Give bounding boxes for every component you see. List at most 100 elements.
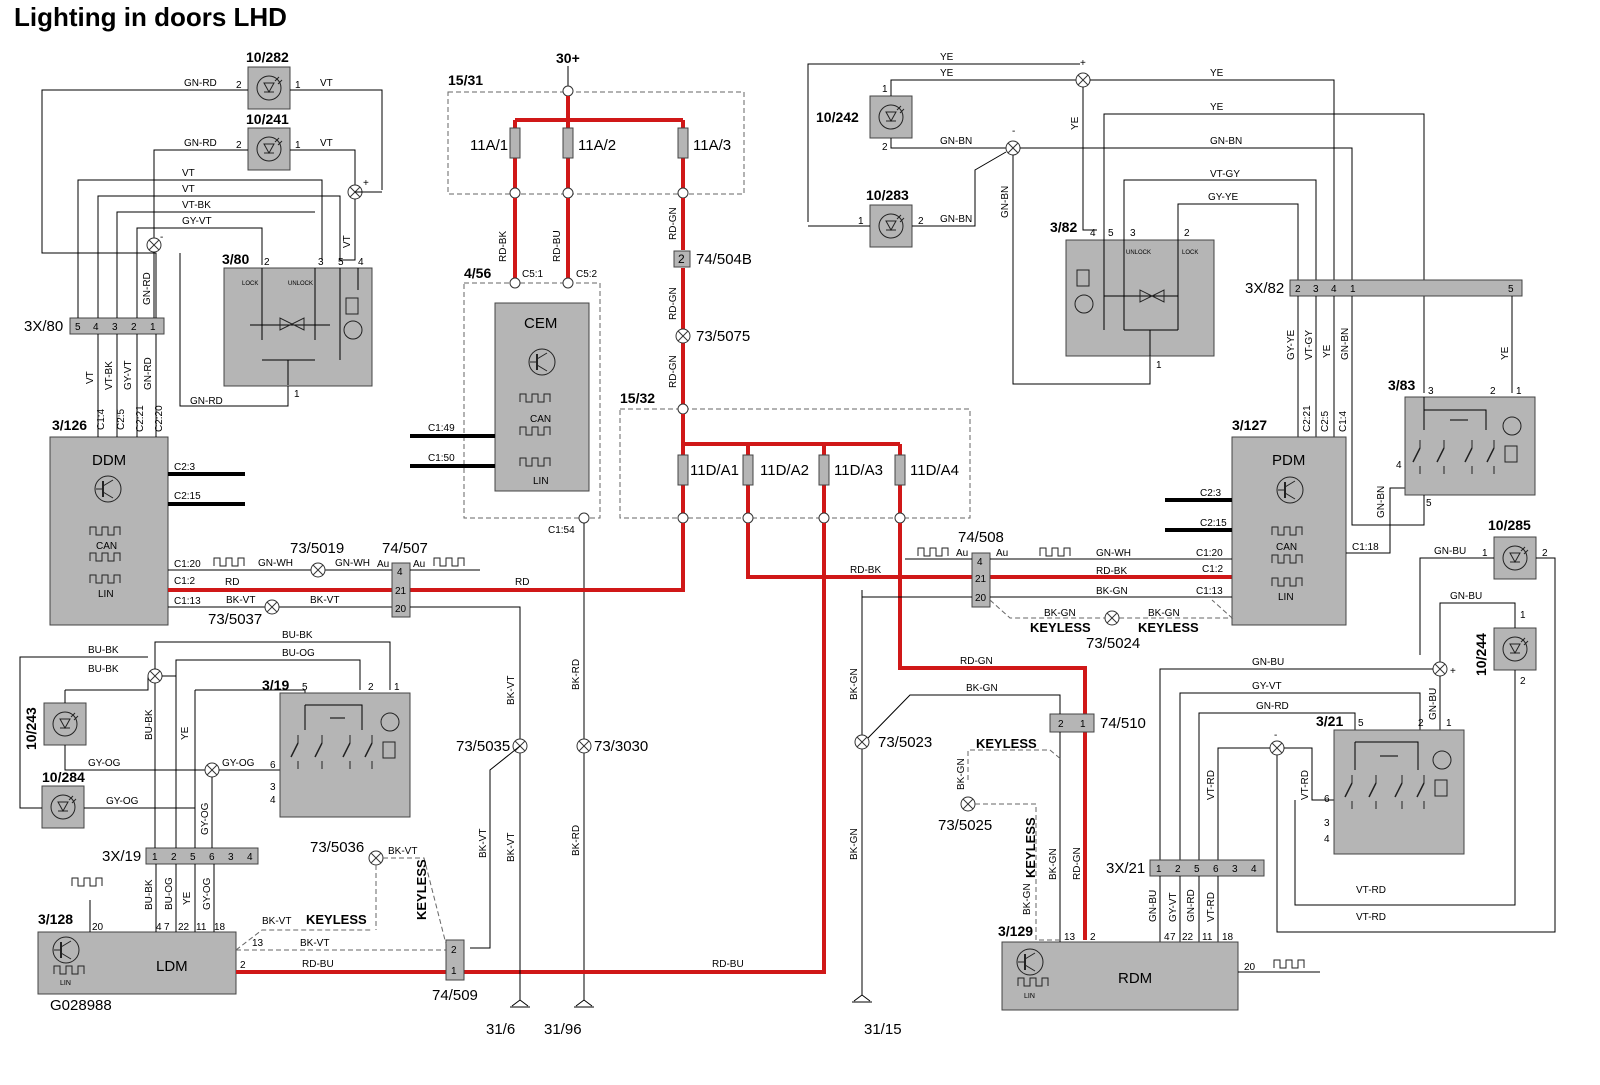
fuse-11d-a3-label: 11D/A3	[834, 462, 883, 479]
ddm-pin-c12: C1:2	[174, 576, 196, 587]
lamp-10-285-label: 10/285	[1488, 517, 1531, 533]
cem-pin-c51: C5:1	[522, 269, 544, 280]
ddm-can: CAN	[96, 541, 117, 552]
splice-minus-left	[146, 237, 162, 253]
fusebox-15-31-label: 15/31	[448, 72, 483, 88]
lock-3-82-led-icon	[1074, 294, 1094, 314]
rdm-module	[1001, 941, 1239, 1011]
wire-gn-rd-top: GN-RD	[1256, 701, 1289, 712]
svg-text:4: 4	[1324, 834, 1330, 845]
connector-74-508-pin-4: 4	[977, 557, 983, 568]
ddm-pin-c215: C2:15	[174, 491, 201, 502]
wire-gn-bu-top: GN-BU	[1252, 657, 1284, 668]
wire-ye-ldm: YE	[182, 891, 193, 905]
ldm-pin-22: 22	[178, 922, 190, 933]
connector-3x19-label: 3X/19	[102, 848, 141, 865]
rdm-pin-11: 11	[1202, 932, 1213, 943]
c3x19-pin-5: 5	[190, 852, 196, 863]
wire-ye-right: YE	[1210, 68, 1224, 79]
splice-plus-right	[1075, 72, 1091, 88]
svg-text:1: 1	[1446, 718, 1452, 729]
connector-74-507	[391, 562, 411, 618]
wire-gy-vt-top: GY-VT	[182, 216, 212, 227]
ground-31-96: 31/96	[544, 1021, 582, 1038]
lamp-10-242-label: 10/242	[816, 109, 859, 125]
splice-minus-ldm	[204, 762, 220, 778]
lamp-10-285	[1493, 536, 1537, 580]
ldm-pin-18: 18	[214, 922, 226, 933]
wire-bk-vt-ddm-2: BK-VT	[310, 595, 339, 606]
connector-74-510-pin-1: 1	[1080, 719, 1086, 730]
wire-bk-vt-b: BK-VT	[506, 833, 517, 862]
splice-73-5019-label: 73/5019	[290, 540, 344, 557]
keyless-ldm: KEYLESS	[306, 912, 367, 927]
wire-bu-bk-vert: BU-BK	[144, 709, 155, 740]
wire-bk-gn-rdm: BK-GN	[1048, 848, 1059, 880]
wire-gy-vt-ddm: GY-VT	[123, 360, 134, 390]
rdm-pin-13: 13	[1064, 932, 1076, 943]
wire-bk-vt-ddm: BK-VT	[226, 595, 255, 606]
au-left-a: Au	[377, 559, 389, 570]
c3x21-pin-3: 3	[1232, 864, 1238, 875]
ddm-name: DDM	[92, 452, 126, 469]
connector-74-508-pin-20: 20	[975, 593, 987, 604]
wire-bu-bk-top: BU-BK	[282, 630, 313, 641]
wire-rd-gn-a: RD-GN	[668, 207, 679, 240]
c3x82-pin-3: 3	[1313, 284, 1319, 295]
keyless-pdm-b: KEYLESS	[1138, 620, 1199, 635]
fuse-11a1	[509, 127, 521, 159]
connector-74-507-pin-21: 21	[395, 586, 407, 597]
wire-rd-gn-b: RD-GN	[668, 287, 679, 320]
pdm-pin-c14: C1:4	[1338, 410, 1349, 432]
wire-bk-rd-b: BK-RD	[571, 825, 582, 856]
rdm-lin-pulse	[1273, 959, 1305, 969]
wire-vt-gy-pdm: VT-GY	[1304, 330, 1315, 360]
wire-gn-rd-ddm-2: GN-RD	[142, 272, 153, 305]
svg-text:3: 3	[270, 782, 276, 793]
splice-73-5037-label: 73/5037	[208, 611, 262, 628]
wire-bk-gn-keyless-a: BK-GN	[1044, 608, 1076, 619]
wire-rd-bu-cem: RD-BU	[552, 230, 563, 262]
wire-rd-bu-ldm: RD-BU	[302, 959, 334, 970]
lock-3-82-label: 3/82	[1050, 219, 1077, 235]
svg-text:-: -	[1012, 126, 1015, 137]
splice-73-5036	[368, 850, 384, 866]
wire-bu-og-top: BU-OG	[282, 648, 315, 659]
connector-74-508-label: 74/508	[958, 529, 1004, 546]
svg-text:-: -	[1274, 730, 1277, 741]
svg-text:2: 2	[1520, 676, 1526, 687]
wire-vt-lock: VT	[342, 235, 353, 248]
pdm-pin-c215: C2:15	[1200, 518, 1227, 529]
cem-pin-c149: C1:49	[428, 423, 455, 434]
keyless-rdm-2: KEYLESS	[1023, 817, 1038, 878]
splice-73-5019	[310, 562, 326, 578]
svg-text:6: 6	[270, 760, 276, 771]
wire-gn-bn-right: GN-BN	[1210, 136, 1242, 147]
wire-gn-bu-rdm: GN-BU	[1148, 890, 1159, 922]
lamp-10-241	[247, 127, 291, 171]
fuse-11d-a2	[742, 454, 754, 486]
splice-73-5023-label: 73/5023	[878, 734, 932, 751]
cem-can: CAN	[530, 414, 551, 425]
wire-gy-ye-pdm: GY-YE	[1286, 329, 1297, 360]
splice-73-5075-label: 73/5075	[696, 328, 750, 345]
c3x82-pin-2: 2	[1295, 284, 1301, 295]
pdm-name: PDM	[1272, 452, 1305, 469]
wire-rd-gn-rdm-vert: RD-GN	[1072, 847, 1083, 880]
svg-text:4: 4	[270, 795, 276, 806]
c3x21-pin-5: 5	[1194, 864, 1200, 875]
au-right-a: Au	[956, 548, 968, 559]
c3x21-pin-2: 2	[1175, 864, 1181, 875]
splice-73-3030-label: 73/3030	[594, 738, 648, 755]
wire-rd-gn-rdm: RD-GN	[960, 656, 993, 667]
page-title: Lighting in doors LHD	[14, 2, 287, 32]
door-unit-3-19	[279, 692, 411, 818]
ddm-can-pulse	[213, 557, 245, 567]
c3x82-pin-4: 4	[1331, 284, 1337, 295]
wire-ye-pdm: YE	[1322, 344, 1333, 358]
svg-text:6: 6	[1324, 794, 1330, 805]
wire-gn-bu-244: GN-BU	[1450, 591, 1482, 602]
ldm-pin-4: 4	[156, 922, 162, 933]
ddm-pin-c220: C2:20	[154, 405, 165, 432]
svg-text:3: 3	[1324, 818, 1330, 829]
